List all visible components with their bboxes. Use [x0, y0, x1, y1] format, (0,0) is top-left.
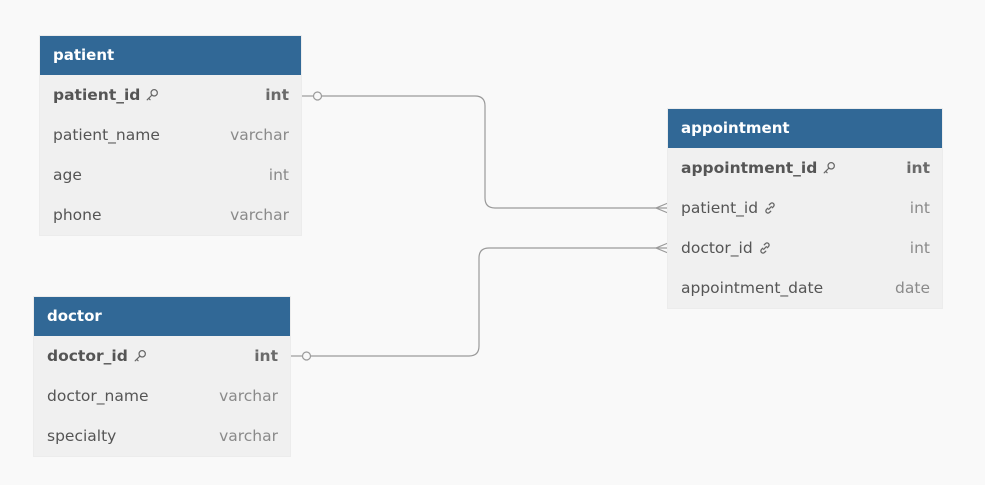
column-name: specialty	[47, 427, 117, 445]
column-type: int	[265, 86, 289, 104]
column-type: int	[909, 199, 930, 217]
column-row-specialty[interactable]: specialty varchar	[34, 416, 290, 456]
column-type: date	[895, 279, 930, 297]
column-type: varchar	[219, 427, 278, 445]
column-name: phone	[53, 206, 102, 224]
column-type: int	[268, 166, 289, 184]
table-header-doctor[interactable]: doctor	[34, 297, 290, 336]
column-row-phone[interactable]: phone varchar	[40, 195, 301, 235]
key-icon	[145, 88, 159, 102]
table-header-appointment[interactable]: appointment	[668, 109, 942, 148]
column-row-doctor-id[interactable]: doctor_id int	[34, 336, 290, 376]
key-icon	[822, 161, 836, 175]
table-doctor[interactable]: doctor doctor_id int doctor_name varchar…	[34, 297, 290, 456]
column-name: patient_name	[53, 126, 160, 144]
column-row-doctor-name[interactable]: doctor_name varchar	[34, 376, 290, 416]
column-name: doctor_id	[681, 239, 753, 257]
column-row-patient-id-fk[interactable]: patient_id int	[668, 188, 942, 228]
column-row-age[interactable]: age int	[40, 155, 301, 195]
relationship-doctor-appointment[interactable]	[290, 242, 669, 361]
link-icon	[758, 241, 772, 255]
link-icon	[763, 201, 777, 215]
column-name: doctor_name	[47, 387, 149, 405]
column-type: varchar	[230, 126, 289, 144]
column-row-patient-id[interactable]: patient_id int	[40, 75, 301, 115]
column-name: appointment_date	[681, 279, 824, 297]
column-row-appointment-date[interactable]: appointment_date date	[668, 268, 942, 308]
relationship-patient-appointment[interactable]	[301, 91, 669, 214]
column-type: int	[254, 347, 278, 365]
column-name: doctor_id	[47, 347, 128, 365]
column-type: int	[909, 239, 930, 257]
table-patient[interactable]: patient patient_id int patient_name varc…	[40, 36, 301, 235]
column-name: appointment_id	[681, 159, 818, 177]
column-row-doctor-id-fk[interactable]: doctor_id int	[668, 228, 942, 268]
column-name: age	[53, 166, 82, 184]
column-name: patient_id	[53, 86, 141, 104]
column-type: int	[906, 159, 930, 177]
column-type: varchar	[219, 387, 278, 405]
table-header-patient[interactable]: patient	[40, 36, 301, 75]
column-row-appointment-id[interactable]: appointment_id int	[668, 148, 942, 188]
table-appointment[interactable]: appointment appointment_id int patient_i…	[668, 109, 942, 308]
column-type: varchar	[230, 206, 289, 224]
key-icon	[133, 349, 147, 363]
column-name: patient_id	[681, 199, 759, 217]
column-row-patient-name[interactable]: patient_name varchar	[40, 115, 301, 155]
